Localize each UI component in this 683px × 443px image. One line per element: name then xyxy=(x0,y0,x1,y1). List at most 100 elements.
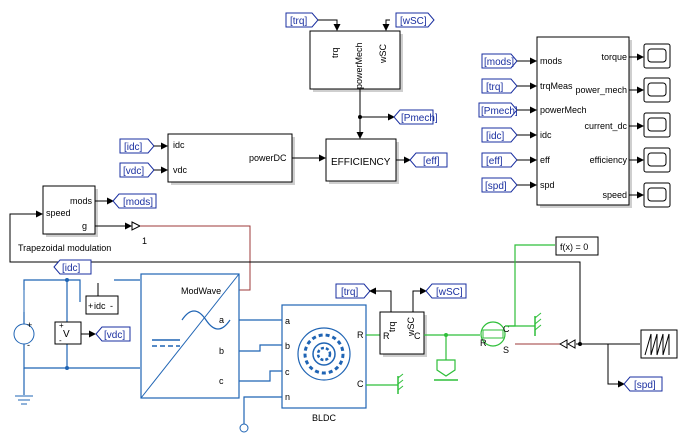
svg-text:[trq]: [trq] xyxy=(486,82,503,93)
bldc-block[interactable]: a b c n R C xyxy=(281,304,367,409)
svg-text:idc: idc xyxy=(540,130,552,140)
current-sensor-block[interactable]: + idc - xyxy=(85,295,119,315)
svg-text:EFFICIENCY: EFFICIENCY xyxy=(331,157,391,168)
converter-block[interactable]: ModWave a b c xyxy=(140,273,240,399)
speed-feedback-wire xyxy=(9,210,581,344)
svg-text:C: C xyxy=(357,379,364,389)
svg-text:ModWave: ModWave xyxy=(181,286,221,296)
svg-text:-: - xyxy=(59,336,62,345)
tag-eff-out[interactable]: [eff] xyxy=(409,152,448,168)
scope-power-mech[interactable] xyxy=(643,77,671,103)
svg-text:R: R xyxy=(480,338,487,348)
svg-text:[Pmech]: [Pmech] xyxy=(481,106,518,117)
ramp-source-block[interactable] xyxy=(640,329,678,359)
svg-text:[vdc]: [vdc] xyxy=(104,330,125,341)
tag-idc-in[interactable]: [idc] xyxy=(119,138,155,154)
svg-text:[trq]: [trq] xyxy=(290,16,307,27)
svg-text:spd: spd xyxy=(540,180,555,190)
tag-trq-in[interactable]: [trq] xyxy=(481,78,518,94)
ground-icon xyxy=(15,395,33,405)
solver-config-block[interactable]: f(x) = 0 xyxy=(555,236,599,256)
svg-text:vdc: vdc xyxy=(173,165,188,175)
ideal-velocity-source[interactable]: R C S xyxy=(480,321,510,355)
svg-text:efficiency: efficiency xyxy=(590,155,628,165)
svg-text:C: C xyxy=(503,324,510,334)
svg-text:[wSC]: [wSC] xyxy=(400,16,427,27)
inertia-icon xyxy=(434,359,458,381)
svg-text:eff: eff xyxy=(540,155,550,165)
motion-sensor-block[interactable]: R C trq wSC xyxy=(379,311,427,357)
tag-spd-out[interactable]: [spd] xyxy=(623,376,663,392)
scope-subsystem[interactable]: mods trqMeas powerMech idc eff spd torqu… xyxy=(536,36,632,208)
tag-mods-out[interactable]: [mods] xyxy=(112,193,157,209)
scope-speed[interactable] xyxy=(643,182,671,208)
svg-text:b: b xyxy=(219,346,224,356)
tag-trq-out[interactable]: [trq] xyxy=(335,283,371,299)
tag-idc-out[interactable]: [idc] xyxy=(53,259,92,275)
wire-source-top xyxy=(23,279,81,302)
trapezoidal-modulation-block[interactable]: speed mods g xyxy=(42,185,98,237)
efficiency-block[interactable]: EFFICIENCY xyxy=(325,138,399,184)
tag-pmech-in[interactable]: [Pmech] xyxy=(478,102,518,118)
svg-text:speed: speed xyxy=(46,208,71,218)
svg-text:[wSC]: [wSC] xyxy=(436,287,463,298)
svg-text:[Pmech]: [Pmech] xyxy=(401,113,438,124)
svg-text:[vdc]: [vdc] xyxy=(123,166,144,177)
svg-text:power_mech: power_mech xyxy=(575,85,627,95)
tag-mods-in[interactable]: [mods] xyxy=(481,53,518,69)
svg-text:-: - xyxy=(110,301,113,311)
svg-text:c: c xyxy=(285,367,290,377)
scope-torque[interactable] xyxy=(643,43,671,69)
svg-text:R: R xyxy=(383,331,390,341)
svg-text:[mods]: [mods] xyxy=(123,197,153,208)
svg-text:[mods]: [mods] xyxy=(484,57,514,68)
svg-text:C: C xyxy=(414,331,421,341)
gain-block[interactable] xyxy=(131,221,142,231)
power-in-trq: trq xyxy=(330,47,340,58)
tag-trq-top[interactable]: [trq] xyxy=(285,12,319,28)
tag-spd-in[interactable]: [spd] xyxy=(481,177,518,193)
svg-text:current_dc: current_dc xyxy=(584,121,627,131)
svg-text:S: S xyxy=(503,345,509,355)
tag-pmech-out[interactable]: [Pmech] xyxy=(393,109,438,125)
svg-text:idc: idc xyxy=(173,140,185,150)
pwm-wire xyxy=(140,225,251,291)
power-dc-block[interactable]: idc vdc powerDC xyxy=(167,133,295,185)
mech-reference-icon xyxy=(397,373,404,394)
scope-efficiency[interactable] xyxy=(643,147,671,173)
svg-text:[idc]: [idc] xyxy=(62,263,81,274)
svg-text:b: b xyxy=(285,341,290,351)
bldc-caption: BLDC xyxy=(312,413,337,423)
svg-text:wSC: wSC xyxy=(406,316,416,337)
scope-outputs xyxy=(629,53,644,199)
svg-text:n: n xyxy=(285,392,290,402)
dc-voltage-source[interactable]: + - xyxy=(13,290,35,368)
tag-vdc-out[interactable]: [vdc] xyxy=(95,326,131,342)
tag-wsc-top[interactable]: [wSC] xyxy=(395,12,435,28)
svg-text:[trq]: [trq] xyxy=(341,287,358,298)
svg-text:-: - xyxy=(27,340,30,350)
svg-text:trqMeas: trqMeas xyxy=(540,81,573,91)
svg-text:[idc]: [idc] xyxy=(124,142,143,153)
tag-eff-in[interactable]: [eff] xyxy=(481,152,518,168)
svg-text:+: + xyxy=(27,320,32,330)
svg-text:[spd]: [spd] xyxy=(634,380,656,391)
trap-caption: Trapezoidal modulation xyxy=(18,243,111,253)
svg-text:powerDC: powerDC xyxy=(249,153,287,163)
svg-text:[spd]: [spd] xyxy=(485,181,507,192)
tag-wsc-out[interactable]: [wSC] xyxy=(425,283,467,299)
svg-text:f(x) = 0: f(x) = 0 xyxy=(560,242,588,252)
svg-text:speed: speed xyxy=(602,190,627,200)
power-out-label: powerMech xyxy=(354,42,364,89)
power-mech-block[interactable]: trq wSC powerMech xyxy=(309,30,403,92)
svg-text:+: + xyxy=(59,321,64,330)
power-in-wsc: wSC xyxy=(378,43,388,64)
tag-idc-in2[interactable]: [idc] xyxy=(481,127,518,143)
svg-text:[idc]: [idc] xyxy=(486,131,505,142)
svg-text:g: g xyxy=(82,221,87,231)
scope-current-dc[interactable] xyxy=(643,112,671,138)
tag-vdc-in[interactable]: [vdc] xyxy=(119,162,155,178)
svg-text:+: + xyxy=(88,301,93,311)
voltage-sensor-block[interactable]: V + - xyxy=(54,321,82,345)
